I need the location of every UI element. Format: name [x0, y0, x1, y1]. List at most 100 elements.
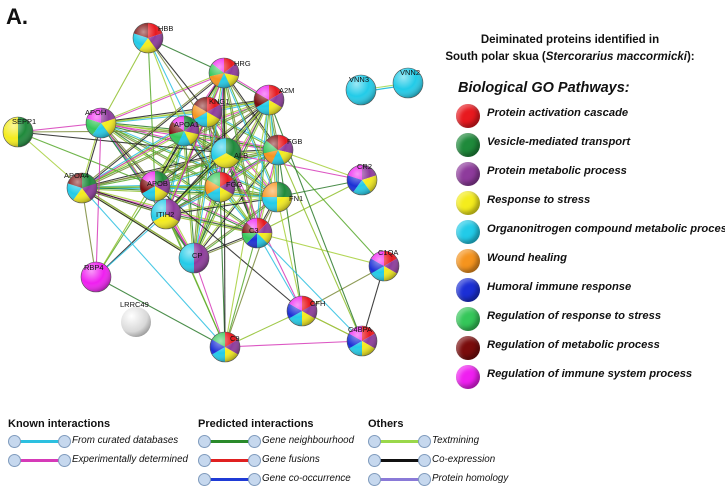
node-label: APOH: [85, 108, 106, 117]
protein-node-c3: C3: [241, 217, 273, 249]
protein-node-lrrc49: LRRC49: [120, 300, 151, 337]
protein-node-apob: APOB: [139, 170, 171, 202]
protein-node-alb: ALB: [210, 137, 248, 169]
go-pathway-label: Humoral immune response: [487, 281, 632, 293]
go-pathways-heading: Biological GO Pathways:: [458, 80, 630, 96]
node-label: C4BPA: [348, 325, 372, 334]
node-label: CR2: [357, 162, 372, 171]
interaction-edge: [224, 196, 278, 348]
protein-node-apoa1: APOA1: [168, 115, 200, 147]
interaction-edge: [218, 72, 224, 187]
legend-node-icon: [368, 454, 381, 467]
legend-edge-sample: [375, 459, 429, 462]
interaction-edge: [81, 187, 226, 348]
legend-known-interactions: Known interactions From curated database…: [8, 418, 188, 471]
node-shading: [286, 295, 318, 327]
node-label: HRG: [234, 59, 251, 68]
interaction-edge: [101, 73, 225, 125]
go-pathway-item: Humoral immune response: [456, 276, 725, 305]
go-color-swatch: [456, 365, 480, 389]
species-name: Stercorarius maccormicki: [545, 51, 687, 63]
title-line-2: South polar skua (Stercorarius maccormic…: [420, 49, 720, 66]
protein-interaction-network: HBBHRGA2MVNN3VNN2SEPP1APOHKNG1APOA1ALBFG…: [2, 22, 424, 363]
legend-entry: Co-expression: [368, 452, 495, 471]
node-label: KNG1: [209, 97, 229, 106]
interaction-edge: [81, 188, 277, 199]
legend-entry: Textmining: [368, 433, 479, 452]
node-label: APOA1: [174, 120, 199, 129]
interaction-edge: [147, 37, 156, 187]
legend-entry: Gene co-occurrence: [198, 471, 351, 490]
interaction-edge: [17, 131, 156, 187]
node-label: A2M: [279, 86, 294, 95]
interaction-edge: [81, 129, 184, 188]
go-pathway-label: Wound healing: [487, 252, 567, 264]
legend-node-icon: [8, 435, 21, 448]
legend-edge-sample: [15, 440, 69, 443]
interaction-edge: [224, 72, 280, 150]
interaction-edge: [165, 213, 226, 348]
protein-node-rbp4: RBP4: [80, 261, 112, 293]
go-color-swatch: [456, 104, 480, 128]
interaction-edge: [164, 72, 224, 214]
interaction-edge: [95, 122, 102, 278]
go-pathway-label: Regulation of immune system process: [487, 368, 693, 380]
go-pathway-item: Organonitrogen compound metabolic proces…: [456, 218, 725, 247]
interaction-edge: [155, 100, 270, 188]
go-pathway-label: Protein activation cascade: [487, 107, 629, 119]
go-pathway-label: Protein metabolic process: [487, 165, 627, 177]
node-shading: [191, 96, 223, 128]
protein-nodes: HBBHRGA2MVNN3VNN2SEPP1APOHKNG1APOA1ALBFG…: [2, 22, 424, 363]
go-pathway-label: Organonitrogen compound metabolic proces…: [487, 223, 725, 235]
protein-node-vnn2: VNN2: [392, 67, 424, 99]
go-pathway-label: Vesicle-mediated transport: [487, 136, 631, 148]
interaction-edge: [147, 37, 185, 132]
legend-label: Gene fusions: [262, 454, 320, 465]
node-shading: [346, 325, 378, 357]
legend-entry: Experimentally determined: [8, 452, 188, 471]
node-shading: [253, 84, 285, 116]
node-shading: [178, 242, 210, 274]
legend-node-icon: [418, 473, 431, 486]
go-pathway-item: Regulation of immune system process: [456, 363, 725, 392]
node-shading: [208, 57, 240, 89]
interaction-edge: [222, 73, 278, 151]
node-shading: [345, 74, 377, 106]
go-pathway-item: Response to stress: [456, 189, 725, 218]
node-shading: [132, 22, 164, 54]
protein-node-itih2: ITIH2: [150, 198, 182, 230]
go-pathway-label: Response to stress: [487, 194, 591, 206]
interaction-edge: [257, 100, 271, 234]
node-label: RBP4: [84, 263, 104, 272]
legend-node-icon: [368, 435, 381, 448]
legend-edge-sample: [205, 459, 259, 462]
interaction-edge: [95, 276, 226, 348]
legend-node-icon: [58, 454, 71, 467]
go-color-swatch: [456, 220, 480, 244]
interaction-edge: [277, 149, 303, 312]
legend-node-icon: [248, 473, 261, 486]
go-pathway-item: Protein activation cascade: [456, 102, 725, 131]
node-label: SEPP1: [12, 117, 36, 126]
interaction-edge: [277, 149, 363, 342]
go-pathway-item: Protein metabolic process: [456, 160, 725, 189]
node-shading: [139, 170, 171, 202]
legend-heading: Others: [368, 418, 404, 430]
interaction-edge: [100, 71, 224, 123]
node-shading: [66, 172, 98, 204]
interaction-edge: [224, 232, 258, 348]
legend-node-icon: [198, 435, 211, 448]
interaction-edge: [193, 257, 226, 348]
protein-node-cfh: CFH: [286, 295, 325, 327]
protein-node-a2m: A2M: [253, 84, 294, 116]
interaction-edge: [100, 98, 269, 123]
go-color-swatch: [456, 278, 480, 302]
legend-edge-sample: [15, 459, 69, 462]
node-ball: [121, 307, 151, 337]
node-shading: [80, 261, 112, 293]
node-label: APOB: [147, 179, 168, 188]
node-label: ALB: [234, 151, 248, 160]
node-label: FGG: [226, 180, 242, 189]
